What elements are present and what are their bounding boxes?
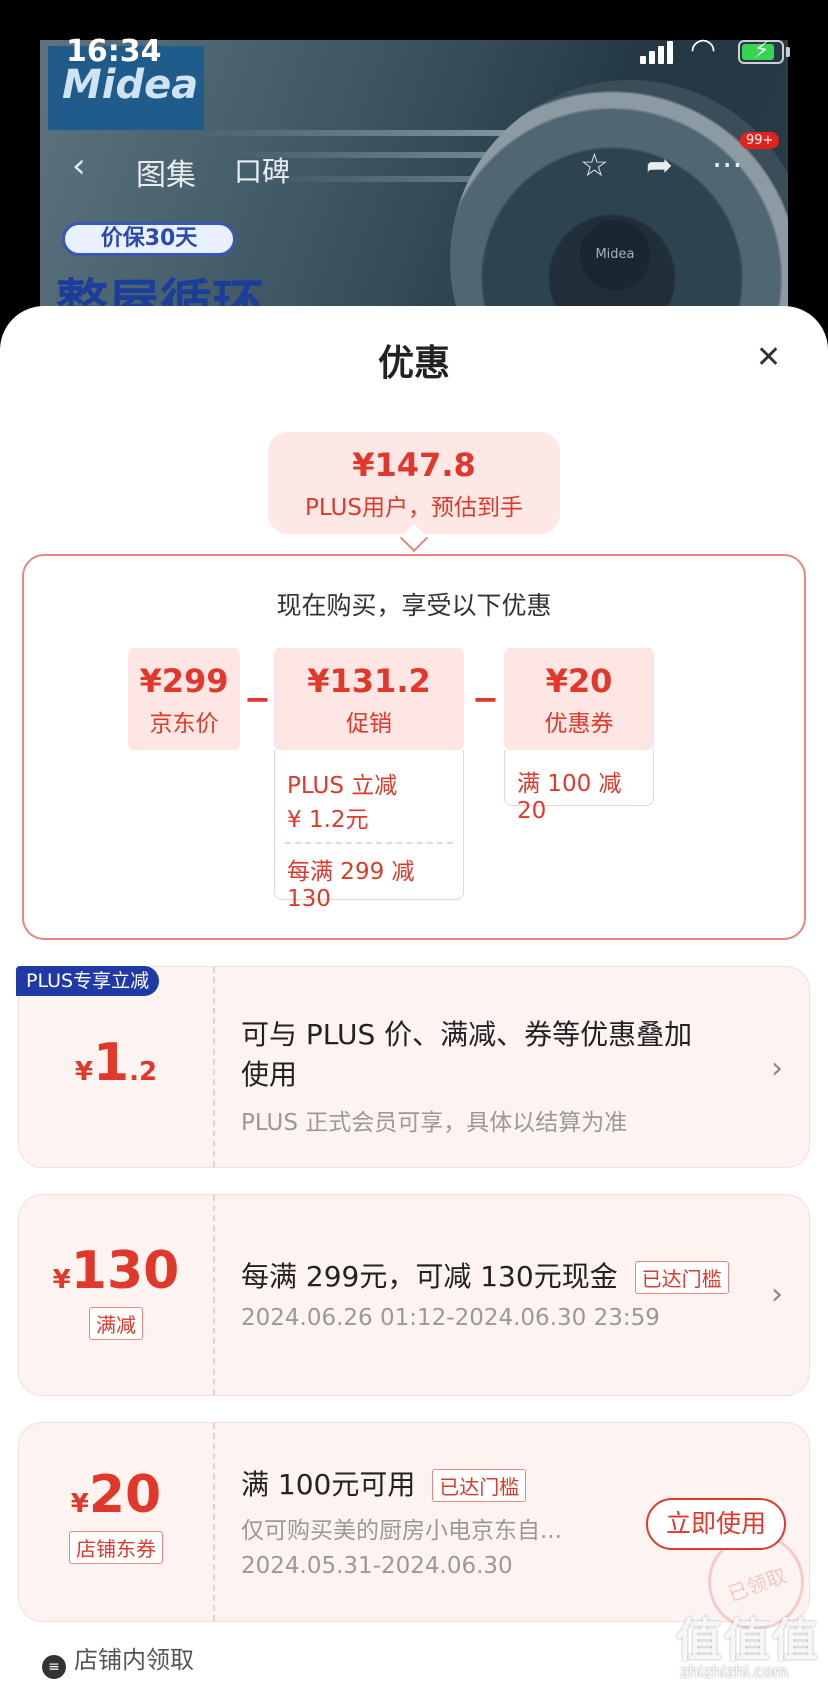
cart-badge: 99+ <box>740 132 780 149</box>
more-icon[interactable]: ··· <box>712 146 743 184</box>
plus-discount-amount: ¥ 1.2元 <box>287 807 369 833</box>
tab-reviews[interactable]: 口碑 <box>234 155 291 188</box>
star-icon[interactable]: ☆ <box>580 146 609 184</box>
coupon-value: ¥20 <box>545 662 613 700</box>
coupon-amount: ¥20 <box>70 1465 162 1525</box>
wind-streak <box>270 176 590 182</box>
plus-card-subtitle: PLUS 正式会员可享，具体以结算为准 <box>241 1110 628 1136</box>
jd-price-label: 京东价 <box>149 711 219 737</box>
coupon-condition: 满 100 减 20 <box>517 771 622 824</box>
breakdown-title: 现在购买，享受以下优惠 <box>276 591 552 620</box>
plus-amount: ¥1.2 <box>74 1033 158 1093</box>
estimated-price-label: PLUS用户，预估到手 <box>305 495 523 521</box>
plus-card-title-1: 可与 PLUS 价、满减、券等优惠叠加 <box>241 1018 693 1051</box>
estimated-price-bubble: ¥147.8 PLUS用户，预估到手 <box>268 432 560 534</box>
jd-price-chip: ¥299 京东价 <box>128 648 240 750</box>
promotion-label: 促销 <box>346 711 392 737</box>
reduction-amount-block: ¥130 满减 <box>19 1195 215 1395</box>
coupon-card-dates: 2024.05.31-2024.06.30 <box>241 1553 513 1579</box>
plus-discount-line: PLUS 立减 <box>287 773 398 799</box>
coupon-label: 优惠券 <box>544 711 614 737</box>
brand-logo: Midea <box>48 46 204 130</box>
promotion-chip: ¥131.2 促销 <box>274 648 464 750</box>
site-watermark: 值值值 <box>676 1613 820 1667</box>
full-reduction-card[interactable]: ¥130 满减 每满 299元，可减 130元现金 已达门槛 2024.06.2… <box>18 1194 810 1396</box>
plus-amount-block: ¥1.2 <box>19 967 215 1167</box>
promotion-details: PLUS 立减 ¥ 1.2元 每满 299 减 130 <box>274 750 464 912</box>
back-icon[interactable]: ‹ <box>72 146 86 186</box>
plus-card-title-2: 使用 <box>241 1058 298 1091</box>
status-time: 16:34 <box>66 34 162 69</box>
wind-streak <box>190 130 510 136</box>
close-icon[interactable]: ✕ <box>756 340 782 375</box>
threshold-reached-tag: 已达门槛 <box>432 1469 527 1502</box>
use-now-button[interactable]: 立即使用 <box>646 1498 786 1550</box>
jd-price-value: ¥299 <box>139 662 229 700</box>
minus-sign: − <box>472 680 499 718</box>
wind-streak <box>230 152 550 158</box>
sheet-title: 优惠 <box>377 343 450 384</box>
reduction-card-title: 每满 299元，可减 130元现金 已达门槛 <box>241 1255 749 1295</box>
coupon-card-scope: 仅可购买美的厨房小电京东自... <box>241 1518 562 1544</box>
battery-icon: ⚡ <box>738 38 784 64</box>
promotion-value: ¥131.2 <box>307 662 431 700</box>
price-breakdown: 现在购买，享受以下优惠 ¥299 京东价 − ¥131.2 促销 − ¥20 优… <box>22 554 806 940</box>
store-claim-note: ≡店铺内领取 <box>42 1640 194 1679</box>
wifi-icon: ◠ <box>690 32 717 67</box>
chevron-right-icon[interactable]: › <box>771 1051 783 1086</box>
chevron-right-icon[interactable]: › <box>771 1277 783 1312</box>
plus-card-content: 可与 PLUS 价、满减、券等优惠叠加 使用 PLUS 正式会员可享，具体以结算… <box>241 967 749 1137</box>
coupon-details: 满 100 减 20 <box>504 750 654 824</box>
estimated-price: ¥147.8 <box>352 446 476 484</box>
battery-tip <box>786 47 790 57</box>
tab-gallery[interactable]: 图集 <box>136 158 196 193</box>
share-icon[interactable]: ➦ <box>646 146 673 184</box>
site-watermark-url: zhizhizhi.com <box>680 1662 789 1681</box>
product-nav: ‹ 图集 口碑 ☆ ➦ ··· 99+ <box>40 132 788 200</box>
reduction-card-dates: 2024.06.26 01:12-2024.06.30 23:59 <box>241 1305 660 1331</box>
coupon-type-tag: 店铺东券 <box>69 1531 163 1564</box>
status-bar: 16:34 ◠ ⚡ <box>0 0 828 96</box>
threshold-reached-tag: 已达门槛 <box>634 1261 729 1294</box>
price-protect-tag: 价保30天 <box>62 222 236 256</box>
plus-discount-card[interactable]: ¥1.2 可与 PLUS 价、满减、券等优惠叠加 使用 PLUS 正式会员可享，… <box>18 966 810 1168</box>
coupon-chip: ¥20 优惠券 <box>504 648 654 750</box>
reduction-card-content: 每满 299元，可减 130元现金 已达门槛 2024.06.26 01:12-… <box>241 1195 749 1331</box>
plus-exclusive-badge: PLUS专享立减 <box>16 966 160 996</box>
store-coupon-card: ¥20 店铺东券 满 100元可用 已达门槛 仅可购买美的厨房小电京东自... … <box>18 1422 810 1622</box>
reduction-type-tag: 满减 <box>89 1307 143 1340</box>
fan-hub: Midea <box>580 220 650 290</box>
reduction-amount: ¥130 <box>52 1241 180 1301</box>
coupon-amount-block: ¥20 店铺东券 <box>19 1423 215 1621</box>
coupon-card-title: 满 100元可用 已达门槛 <box>241 1463 629 1503</box>
minus-sign: − <box>244 680 271 718</box>
signal-icon <box>640 40 680 64</box>
store-icon: ≡ <box>42 1655 66 1679</box>
coupon-card-content: 满 100元可用 已达门槛 仅可购买美的厨房小电京东自... 2024.05.3… <box>241 1423 629 1579</box>
full-reduction-line: 每满 299 减 130 <box>287 859 415 912</box>
